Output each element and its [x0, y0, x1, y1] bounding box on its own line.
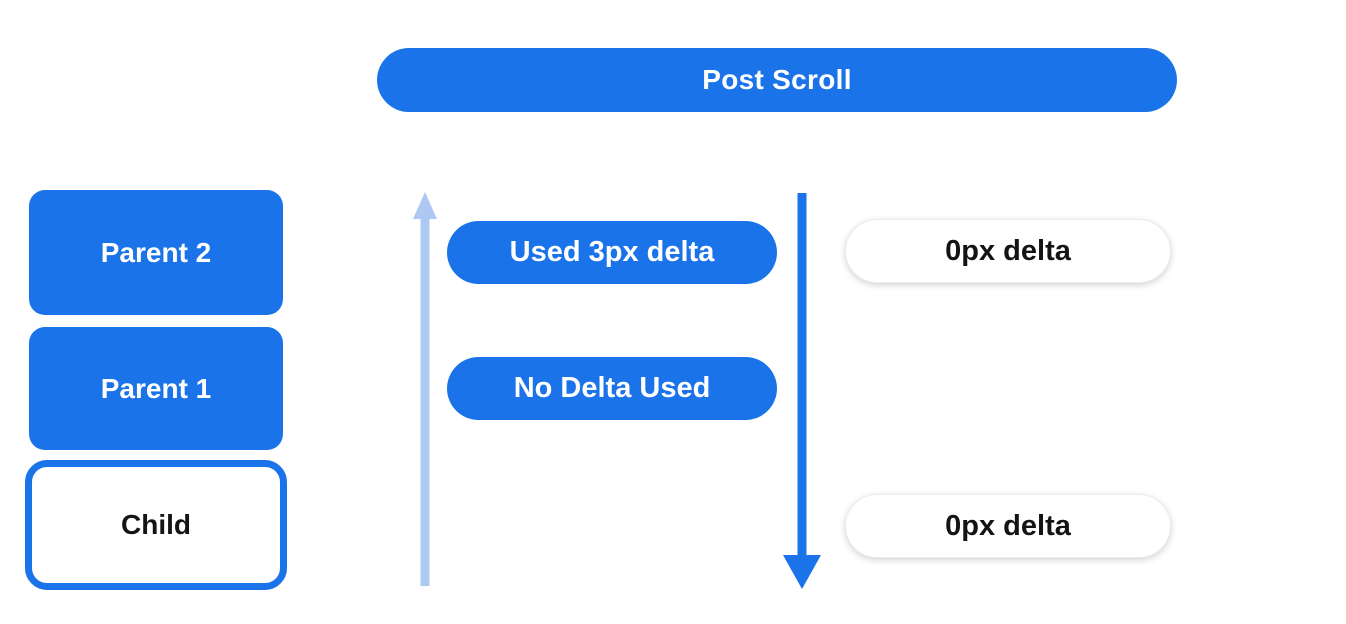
zero-delta-bottom-label: 0px delta [945, 509, 1071, 542]
used-3px-delta-pill: Used 3px delta [447, 221, 777, 284]
zero-delta-top-label: 0px delta [945, 234, 1071, 267]
no-delta-used-pill: No Delta Used [447, 357, 777, 420]
parent-1-box: Parent 1 [29, 327, 283, 450]
parent-2-label: Parent 2 [100, 236, 212, 268]
down-arrow-icon [783, 193, 821, 589]
parent-2-box: Parent 2 [29, 190, 283, 315]
parent-1-label: Parent 1 [100, 372, 212, 404]
post-scroll-label: Post Scroll [702, 64, 852, 95]
child-label: Child [121, 509, 191, 540]
zero-delta-pill-bottom: 0px delta [845, 494, 1171, 558]
post-scroll-pill: Post Scroll [377, 48, 1177, 112]
used-3px-delta-label: Used 3px delta [509, 236, 715, 268]
child-box: Child [25, 460, 287, 590]
up-arrow-icon [413, 192, 437, 586]
zero-delta-pill-top: 0px delta [845, 219, 1171, 283]
no-delta-used-label: No Delta Used [513, 372, 711, 404]
